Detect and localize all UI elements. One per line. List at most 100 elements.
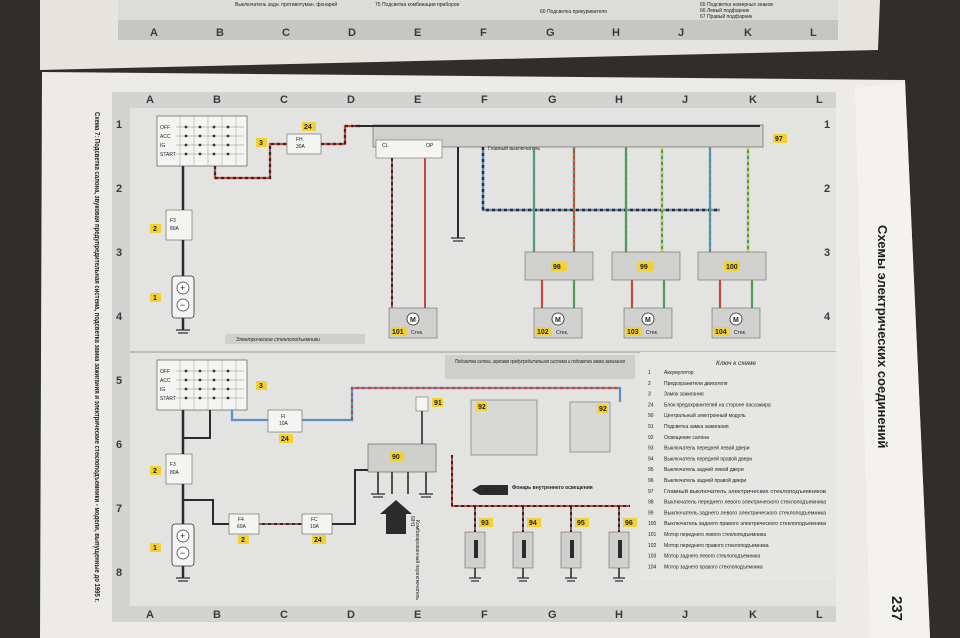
label-92b: 92: [599, 406, 607, 413]
grid-letter-bottom: B: [213, 609, 221, 621]
page-number: 237: [888, 596, 905, 621]
grid-letter-top: A: [146, 94, 154, 106]
label-24-upper: 24: [304, 124, 312, 131]
combined-connector-label: 6/H1: [409, 516, 415, 527]
key-item-number: 90: [648, 413, 654, 419]
switch-cl-label: CL: [382, 143, 389, 149]
top-grid-letter: C: [282, 27, 290, 39]
label-1-lower: 1: [153, 545, 157, 552]
key-item-text: Выключатель передней левой двери: [664, 445, 750, 452]
grid-letter-bottom: K: [749, 609, 757, 621]
grid-number-left: 2: [116, 183, 122, 195]
grid-letter-bottom: G: [548, 609, 557, 621]
motor-symbol: M: [645, 317, 651, 324]
top-grid-letter: B: [216, 27, 224, 39]
window-switch-number: 100: [726, 264, 738, 271]
grid-letter-bottom: C: [280, 609, 288, 621]
key-item-number: 98: [648, 500, 654, 506]
grid-letter-top: B: [213, 94, 221, 106]
fuse-fi-name: FI: [281, 414, 285, 420]
grid-letter-top: F: [481, 94, 488, 106]
ignition-position-label: IG: [160, 387, 165, 393]
fuse-fc-rating: 10A: [310, 524, 320, 530]
label-91: 91: [434, 400, 442, 407]
key-item-text: Подсветка замка зажигания: [664, 424, 729, 430]
motor-label: Стек.: [646, 330, 658, 336]
label-box-2-upper: [150, 224, 161, 233]
key-item-text: Выключатель передней правой двери: [664, 455, 752, 462]
key-item-number: 3: [648, 392, 651, 398]
svg-text:−: −: [180, 300, 185, 310]
svg-text:+: +: [180, 283, 185, 293]
grid-letter-bottom: A: [146, 609, 154, 621]
top-partial-text-4: 65 Подсветка номерных знаков: [700, 2, 773, 8]
grid-letter-bottom: H: [615, 609, 623, 621]
fuse-fi-rating: 10A: [279, 421, 289, 427]
key-item-text: Освещение салона: [664, 435, 709, 441]
top-grid-letter: A: [150, 27, 158, 39]
key-item-text: Мотор заднего левого стеклоподъемника: [664, 554, 760, 560]
ignition-switch-lower: [156, 359, 248, 411]
grid-letter-top: G: [548, 94, 557, 106]
top-partial-text-6: 67 Правый подфарник: [700, 13, 753, 20]
key-item-text: Главный выключатель электрических стекло…: [664, 488, 826, 495]
top-grid-letter: L: [810, 27, 817, 39]
motor-number: 102: [537, 329, 549, 336]
window-switch-number: 98: [553, 264, 561, 271]
top-grid-letter: F: [480, 27, 487, 39]
key-item-text: Выключатель переднего левого электрическ…: [664, 500, 826, 506]
grid-letter-top: E: [414, 94, 421, 106]
fuse-f3-lower-rating: 80A: [170, 470, 180, 476]
motor-symbol: M: [555, 317, 561, 324]
fuse-f3-upper-name: F3: [170, 218, 176, 224]
grid-number-left: 7: [116, 503, 122, 515]
door-switch-number: 93: [481, 520, 489, 527]
label-box-3-upper: [256, 138, 267, 147]
label-90: 90: [392, 454, 400, 461]
lower-section-label: Подсветка салона, звуковая предупредител…: [455, 359, 625, 365]
key-item-number: 2: [648, 381, 651, 387]
label-2-lower: 2: [153, 468, 157, 475]
key-item-number: 103: [648, 554, 657, 560]
key-item-text: Замок зажигания: [664, 392, 704, 398]
top-grid-letter: E: [414, 27, 421, 39]
key-item-number: 99: [648, 510, 654, 516]
ignition-position-label: START: [160, 396, 176, 402]
ignition-switch-upper: [156, 115, 248, 167]
top-partial-text-1: Выключатель задн. противотуман. фонарей: [235, 1, 337, 8]
motor-number: 103: [627, 329, 639, 336]
grid-number-right: 2: [824, 183, 830, 195]
grid-letter-top: H: [615, 94, 623, 106]
grid-letter-bottom: L: [816, 609, 823, 621]
fuse-fh-rating: 30A: [296, 144, 306, 150]
grid-number-left: 8: [116, 567, 122, 579]
key-item-text: Выключатель заднего левого электрическог…: [664, 510, 826, 516]
page-side-title: Схемы электрических соединений: [875, 225, 890, 448]
top-partial-text-5: 66 Левый подфарник: [700, 7, 750, 14]
key-item-number: 100: [648, 521, 657, 527]
key-item-number: 93: [648, 446, 654, 452]
motor-label: Стек.: [734, 330, 746, 336]
motor-number: 104: [715, 329, 727, 336]
label-box-1-upper: [150, 293, 161, 302]
label-1-upper: 1: [153, 295, 157, 302]
label-box-97: [773, 134, 787, 143]
grid-letter-bottom: J: [682, 609, 688, 621]
key-item-text: Выключатель заднего правого электрическо…: [664, 521, 826, 527]
top-partial-text-3: 60 Подсветка прикуривателя: [540, 9, 607, 15]
key-item-text: Предохранители двигателя: [664, 381, 728, 387]
door-switch-number: 95: [577, 520, 585, 527]
label-24b-lower: 24: [314, 537, 322, 544]
scheme-caption: Схема 7: Подсветка салона, звуковая пред…: [93, 112, 102, 602]
top-partial-text-2: 75 Подсветка комбинации приборов: [375, 2, 460, 8]
main-switch-label: Главный выключатель: [488, 145, 540, 152]
connector-arrow: [472, 485, 508, 495]
key-item-text: Центральный электронный модуль: [664, 412, 746, 419]
label-24a-lower: 24: [281, 436, 289, 443]
fuse-f3-lower: [165, 453, 193, 485]
key-item-number: 92: [648, 435, 654, 441]
window-switch-number: 99: [640, 264, 648, 271]
key-item-number: 101: [648, 532, 657, 538]
